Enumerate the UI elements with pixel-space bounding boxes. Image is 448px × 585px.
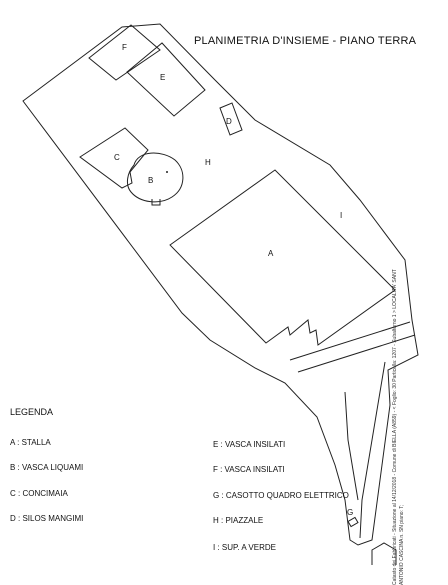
north-arrow [371,542,397,565]
label-d: D [226,117,232,126]
path-line [289,321,411,361]
label-e: E [160,73,165,82]
label-h: H [205,158,211,167]
legend-title: LEGENDA [10,407,54,417]
legend-item: H : PIAZZALE [213,516,264,525]
legend-item: G : CASOTTO QUADRO ELETTRICO [213,491,349,500]
path-line [344,391,359,501]
label-i: I [340,211,342,220]
site-boundary [22,23,419,546]
building-g [347,516,359,528]
plan-title: PLANIMETRIA D'INSIEME - PIANO TERRA [194,35,417,47]
legend-item: C : CONCIMAIA [10,489,68,498]
legend-item: A : STALLA [10,438,51,447]
building-a [169,169,396,346]
legend-item: D : SILOS MANGIMI [10,514,84,523]
building-d [219,102,243,136]
label-g: G [347,508,353,517]
building-f [88,24,161,81]
cadastral-side-note: Catasto dei Fabbricati - Situazione al 1… [392,269,405,585]
legend-item: E : VASCA INSILATI [213,440,286,449]
label-a: A [268,249,274,258]
path-line [297,334,416,373]
label-b: B [148,176,153,185]
floor-plan: A B C D E F G H I [22,23,419,565]
label-c: C [114,153,120,162]
legend-item: I : SUP. A VERDE [213,543,276,552]
path-line [359,361,386,539]
legend-item: F : VASCA INSILATI [213,465,285,474]
tank-b-tab [151,199,161,206]
tank-b [126,152,184,203]
label-f: F [122,43,127,52]
legend-item: B : VASCA LIQUAMI [10,463,84,472]
building-e [126,42,206,117]
